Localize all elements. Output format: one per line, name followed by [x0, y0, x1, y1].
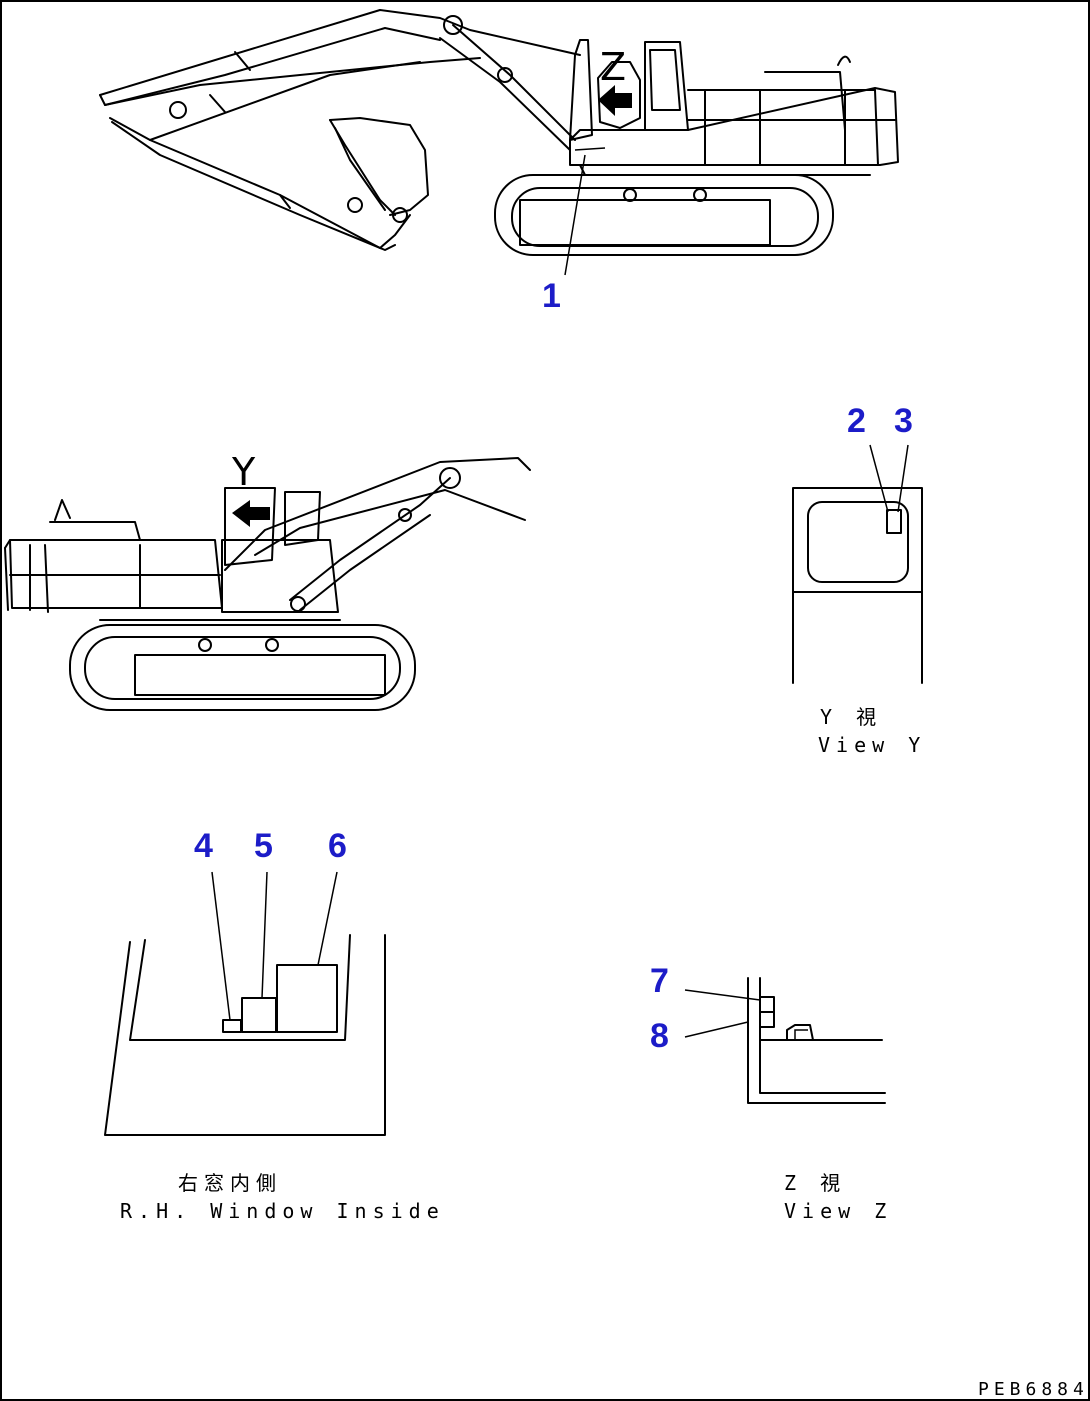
label-part-5: [241, 997, 277, 1033]
callout-6: 6: [328, 827, 347, 865]
label-part-7: [759, 996, 775, 1013]
view-y-letter: Y: [231, 450, 256, 494]
leader-line-1: [564, 154, 586, 276]
leader-line-4: [211, 871, 231, 1021]
leader-line-7: [684, 989, 761, 1001]
leader-line-6: [317, 871, 338, 966]
excavator-middle-illustration: [4, 457, 531, 711]
view-y-caption-en: View Y: [818, 733, 926, 757]
excavator-top-illustration: [99, 9, 899, 256]
view-y-arrow: Y: [231, 450, 270, 527]
callout-5: 5: [254, 827, 273, 865]
label-part-2-3: [886, 509, 902, 534]
window-caption-en: R.H. Window Inside: [120, 1199, 445, 1223]
leader-line-5: [261, 871, 268, 999]
label-part-6: [276, 964, 338, 1033]
view-y-caption-jp: Y 視: [820, 705, 882, 729]
view-z-letter: Z: [600, 45, 626, 89]
callout-7: 7: [650, 962, 669, 1000]
leader-line-3: [897, 444, 909, 513]
drawing-code: PEB6884: [978, 1379, 1089, 1400]
view-z-caption-en: View Z: [784, 1199, 892, 1223]
view-z-caption-jp: Z 視: [784, 1171, 846, 1195]
leader-line-2: [869, 444, 889, 513]
view-z-arrow: Z: [598, 45, 632, 116]
window-caption-jp: 右窓内側: [178, 1171, 282, 1195]
view-z-detail: [684, 977, 886, 1104]
callout-3: 3: [894, 402, 913, 440]
callout-4: 4: [194, 827, 213, 865]
leader-line-8: [684, 1021, 749, 1038]
label-part-8: [759, 1011, 775, 1028]
callout-1: 1: [542, 277, 561, 315]
callout-2: 2: [847, 402, 866, 440]
callout-8: 8: [650, 1017, 669, 1055]
window-inside-detail: [104, 871, 386, 1136]
view-y-detail: [792, 444, 923, 684]
label-part-4: [222, 1019, 242, 1033]
